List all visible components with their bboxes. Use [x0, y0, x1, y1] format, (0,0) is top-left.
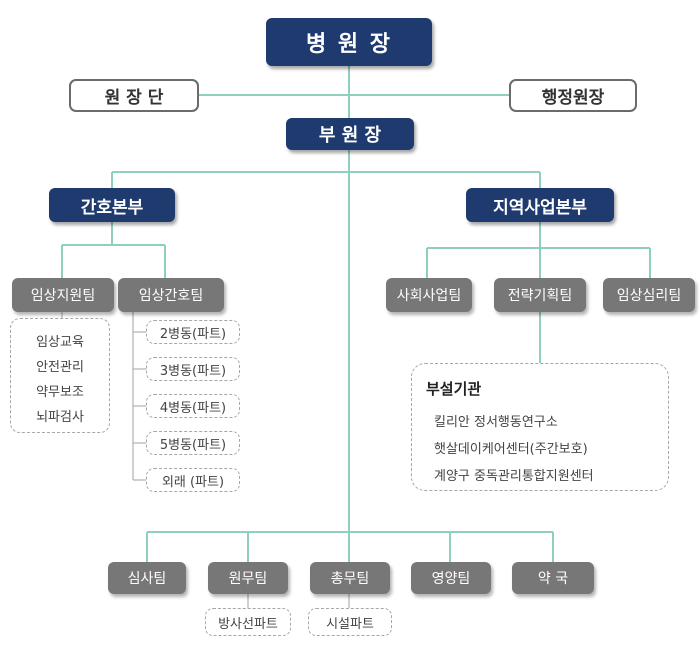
clinical-support-team-box: 임상지원팀 — [12, 278, 114, 312]
affiliated-item: 햇살데이케어센터(주간보호) — [434, 442, 588, 457]
general-affairs-team-box: 총무팀 — [310, 562, 390, 594]
admin-director-box: 행정원장 — [509, 79, 637, 112]
vice-director-box: 부 원 장 — [286, 118, 414, 150]
clinical-support-items: 임상교육 안전관리 약무보조 뇌파검사 — [10, 318, 110, 433]
clinical-support-item: 약무보조 — [36, 385, 84, 400]
affiliated-title: 부설기관 — [426, 380, 482, 398]
clinical-support-item: 임상교육 — [36, 335, 84, 350]
affiliated-institutions-box: 부설기관 킬리안 정서행동연구소 햇살데이케어센터(주간보호) 계양구 중독관리… — [411, 363, 669, 491]
clinical-support-item: 뇌파검사 — [36, 410, 84, 425]
social-work-team-box: 사회사업팀 — [386, 278, 472, 312]
nutrition-team-box: 영양팀 — [411, 562, 491, 594]
affiliated-item: 계양구 중독관리통합지원센터 — [434, 469, 594, 484]
clinical-support-item: 안전관리 — [36, 360, 84, 375]
affiliated-item: 킬리안 정서행동연구소 — [434, 415, 558, 430]
medical-affairs-team-box: 원무팀 — [208, 562, 288, 594]
pharmacy-box: 약 국 — [512, 562, 594, 594]
nursing-division-box: 간호본부 — [49, 188, 175, 222]
clinical-nursing-team-box: 임상간호팀 — [118, 278, 224, 312]
strategy-team-box: 전략기획팀 — [494, 278, 586, 312]
hospital-director-box: 병 원 장 — [266, 18, 432, 66]
ward-part-box: 외래 (파트) — [146, 468, 240, 492]
director-group-box: 원 장 단 — [69, 79, 199, 112]
clinical-psych-team-box: 임상심리팀 — [603, 278, 695, 312]
ward-part-box: 4병동(파트) — [146, 394, 240, 418]
ward-part-box: 2병동(파트) — [146, 320, 240, 344]
facility-part-box: 시설파트 — [308, 608, 392, 636]
community-division-box: 지역사업본부 — [466, 188, 614, 222]
ward-part-box: 5병동(파트) — [146, 431, 240, 455]
radiology-part-box: 방사선파트 — [205, 608, 291, 636]
review-team-box: 심사팀 — [108, 562, 186, 594]
ward-part-box: 3병동(파트) — [146, 357, 240, 381]
